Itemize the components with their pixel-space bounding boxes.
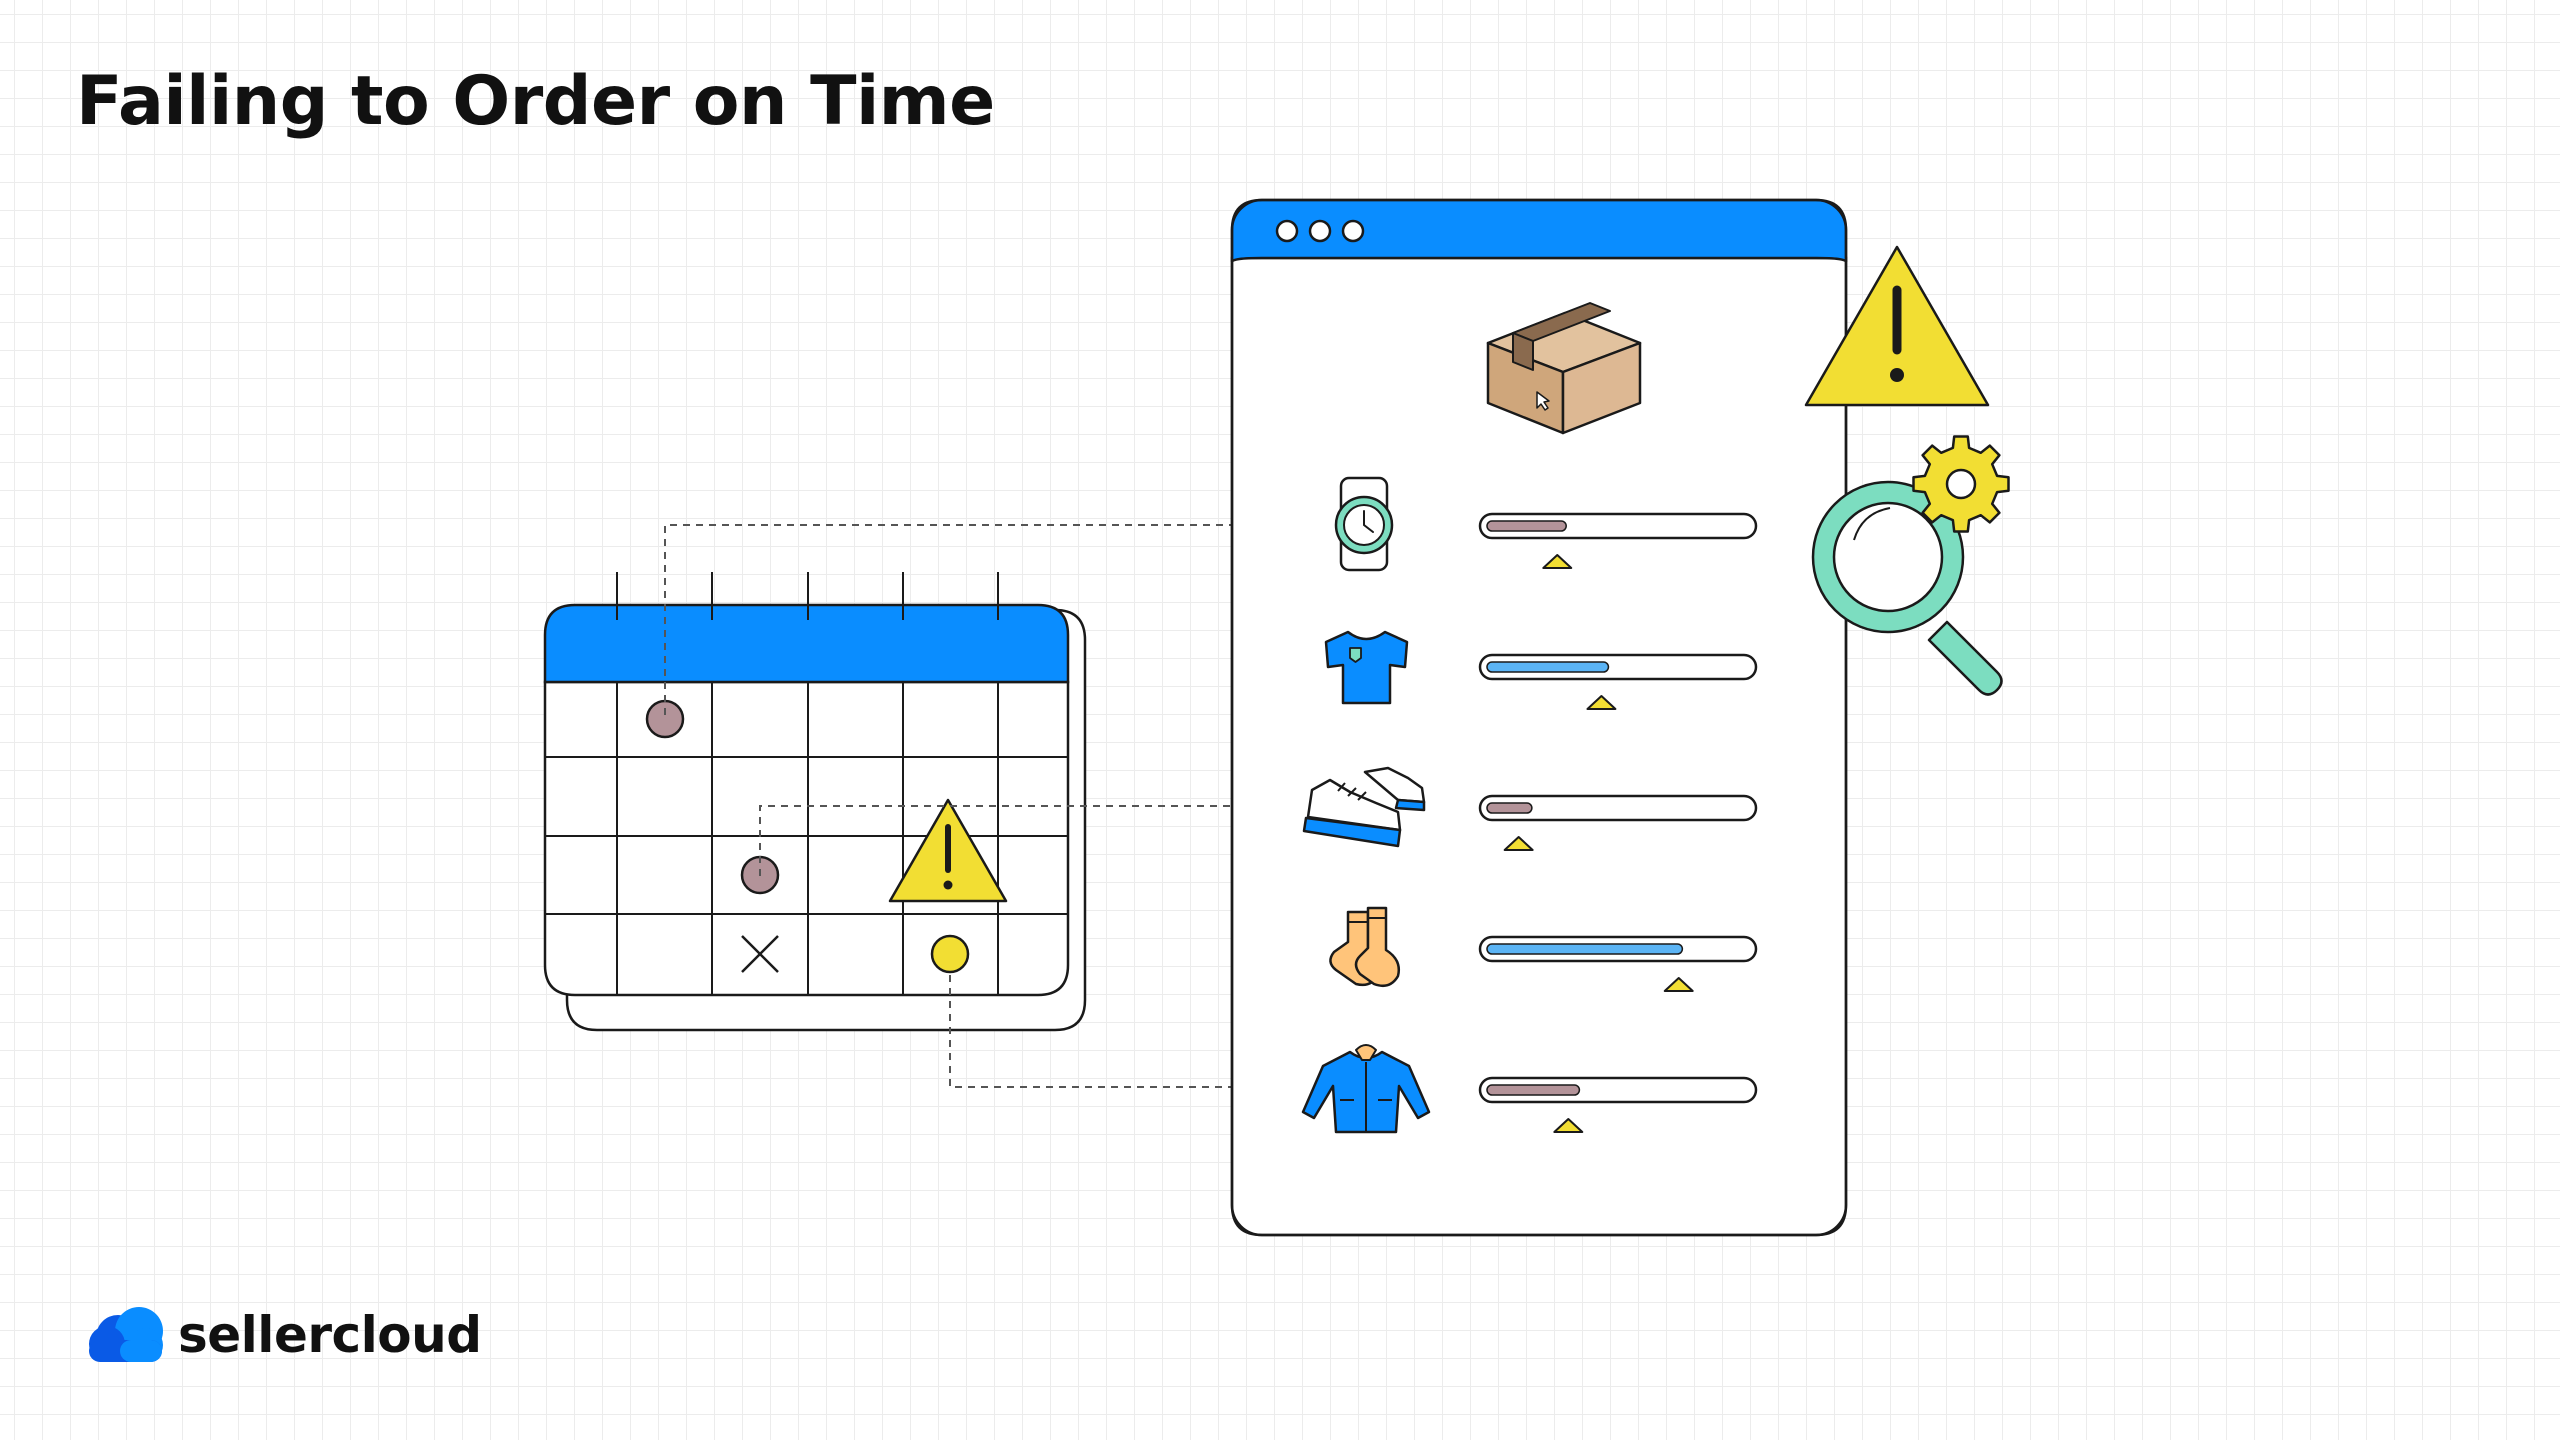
progress-fills bbox=[1486, 520, 1694, 1133]
gear-icon bbox=[1912, 435, 2010, 533]
brand-logo[interactable]: sellercloud bbox=[88, 1300, 482, 1370]
brand-name: sellercloud bbox=[178, 1306, 482, 1364]
progress-indicator bbox=[1542, 554, 1573, 569]
socks-icon bbox=[1329, 906, 1400, 987]
progress-fill-watch bbox=[1486, 520, 1567, 532]
progress-indicator bbox=[1553, 1118, 1584, 1133]
sneakers-icon bbox=[1302, 766, 1426, 848]
calendar-x-mark bbox=[741, 935, 779, 973]
calendar-grid bbox=[545, 682, 1068, 995]
calendar bbox=[543, 572, 1087, 1032]
connector-lines bbox=[664, 524, 1320, 1088]
cloud-icon bbox=[89, 1307, 163, 1362]
progress-indicator bbox=[1586, 695, 1617, 710]
progress-fill-tshirt bbox=[1486, 661, 1610, 673]
progress-fill-sneakers bbox=[1486, 802, 1533, 814]
calendar-warning-icon bbox=[888, 798, 1008, 903]
calendar-yellow-dot bbox=[930, 934, 970, 974]
progress-fill-socks bbox=[1486, 943, 1684, 955]
warning-icon bbox=[1804, 245, 1990, 407]
calendar-mauve-dot bbox=[645, 699, 685, 739]
watch-icon bbox=[1334, 476, 1394, 572]
progress-fill-jacket bbox=[1486, 1084, 1581, 1096]
tshirt-icon bbox=[1324, 630, 1409, 705]
package-box-icon bbox=[1486, 302, 1642, 435]
page-title: Failing to Order on Time bbox=[76, 62, 995, 141]
calendar-rings bbox=[616, 572, 999, 620]
progress-indicator bbox=[1503, 836, 1534, 851]
calendar-markers bbox=[645, 699, 970, 974]
magnifier-icon bbox=[1811, 480, 2003, 696]
progress-indicator bbox=[1663, 977, 1694, 992]
window-dots bbox=[1275, 219, 1365, 243]
jacket-icon bbox=[1301, 1044, 1431, 1134]
